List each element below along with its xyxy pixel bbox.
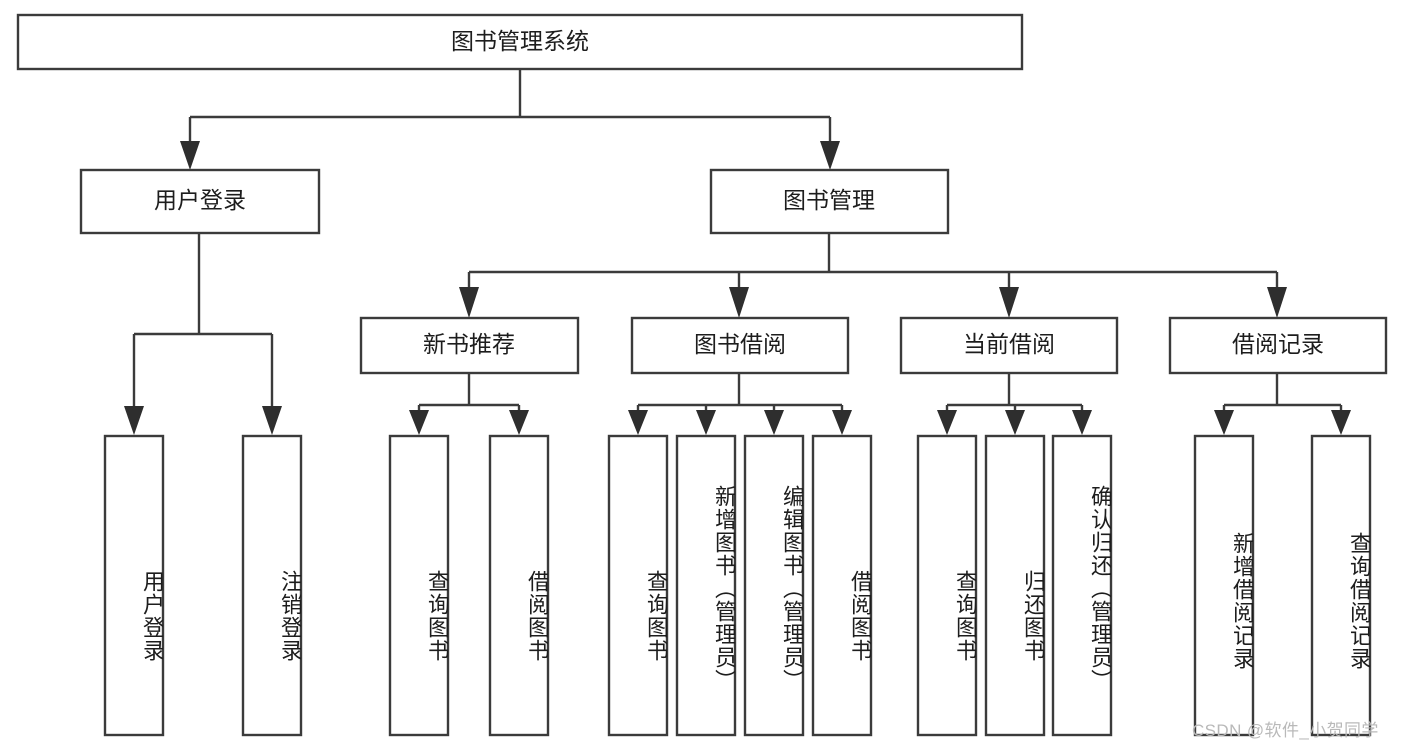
arrowhead-leaf-query-record bbox=[1331, 410, 1351, 435]
node-box-leaf-user-login[interactable] bbox=[103, 434, 165, 737]
node-box-leaf-query-book-3[interactable] bbox=[916, 434, 978, 737]
watermark-text: CSDN @软件_小贺同学 bbox=[1192, 721, 1379, 740]
arrowhead-leaf-query-book-2 bbox=[628, 410, 648, 435]
node-box-leaf-add-book[interactable] bbox=[675, 434, 737, 737]
node-book-borrow[interactable]: 图书借阅 bbox=[630, 316, 850, 375]
arrowhead-leaf-add-record bbox=[1214, 410, 1234, 435]
node-label-root: 图书管理系统 bbox=[451, 28, 589, 54]
node-box-user-login[interactable] bbox=[79, 168, 321, 235]
connector-group-current-borrow bbox=[937, 373, 1092, 435]
node-current-borrow[interactable]: 当前借阅 bbox=[899, 316, 1119, 375]
arrowhead-leaf-user-login bbox=[124, 406, 144, 435]
node-label-book-management: 图书管理 bbox=[783, 187, 875, 213]
node-box-leaf-query-book-1[interactable] bbox=[388, 434, 450, 737]
arrowhead-leaf-query-book-3 bbox=[937, 410, 957, 435]
connector-group-book-borrow bbox=[628, 373, 852, 435]
leaf-boxes bbox=[103, 434, 1372, 737]
connector-group-root bbox=[180, 69, 840, 170]
arrowhead-user-login bbox=[180, 141, 200, 170]
node-box-borrow-record[interactable] bbox=[1168, 316, 1388, 375]
connector-group-new-book-recommend bbox=[409, 373, 529, 435]
arrowhead-new-book-recommend bbox=[459, 287, 479, 318]
node-user-login[interactable]: 用户登录 bbox=[79, 168, 321, 235]
arrowhead-leaf-user-logout bbox=[262, 406, 282, 435]
arrowhead-book-management bbox=[820, 141, 840, 170]
node-box-leaf-borrow-book-1[interactable] bbox=[488, 434, 550, 737]
connector-group-user-login bbox=[124, 233, 282, 435]
arrowhead-leaf-borrow-book-2 bbox=[832, 410, 852, 435]
arrowhead-borrow-record bbox=[1267, 287, 1287, 318]
node-borrow-record[interactable]: 借阅记录 bbox=[1168, 316, 1388, 375]
arrowhead-leaf-add-book bbox=[696, 410, 716, 435]
node-box-leaf-edit-book[interactable] bbox=[743, 434, 805, 737]
arrowhead-leaf-edit-book bbox=[764, 410, 784, 435]
arrowhead-leaf-query-book-1 bbox=[409, 410, 429, 435]
node-box-leaf-add-record[interactable] bbox=[1193, 434, 1255, 737]
connector-group-borrow-record bbox=[1214, 373, 1351, 435]
arrowhead-leaf-return-book bbox=[1005, 410, 1025, 435]
connector-group-book-management bbox=[459, 233, 1287, 318]
node-root[interactable]: 图书管理系统 bbox=[16, 13, 1024, 71]
node-label-book-borrow: 图书借阅 bbox=[694, 331, 786, 357]
arrowhead-current-borrow bbox=[999, 287, 1019, 318]
node-box-leaf-user-logout[interactable] bbox=[241, 434, 303, 737]
node-new-book-recommend[interactable]: 新书推荐 bbox=[359, 316, 580, 375]
node-box-leaf-borrow-book-2[interactable] bbox=[811, 434, 873, 737]
node-box-new-book-recommend[interactable] bbox=[359, 316, 580, 375]
node-box-leaf-query-record[interactable] bbox=[1310, 434, 1372, 737]
node-box-leaf-confirm-return[interactable] bbox=[1051, 434, 1113, 737]
node-label-borrow-record: 借阅记录 bbox=[1232, 331, 1324, 357]
node-label-user-login: 用户登录 bbox=[154, 187, 246, 213]
arrowhead-leaf-confirm-return bbox=[1072, 410, 1092, 435]
node-box-root[interactable] bbox=[16, 13, 1024, 71]
node-label-new-book-recommend: 新书推荐 bbox=[423, 331, 515, 357]
node-box-leaf-return-book[interactable] bbox=[984, 434, 1046, 737]
node-box-book-management[interactable] bbox=[709, 168, 950, 235]
node-box-leaf-query-book-2[interactable] bbox=[607, 434, 669, 737]
node-box-current-borrow[interactable] bbox=[899, 316, 1119, 375]
arrowhead-book-borrow bbox=[729, 287, 749, 318]
arrowhead-leaf-borrow-book-1 bbox=[509, 410, 529, 435]
node-box-book-borrow[interactable] bbox=[630, 316, 850, 375]
node-label-current-borrow: 当前借阅 bbox=[963, 331, 1055, 357]
node-book-management[interactable]: 图书管理 bbox=[709, 168, 950, 235]
